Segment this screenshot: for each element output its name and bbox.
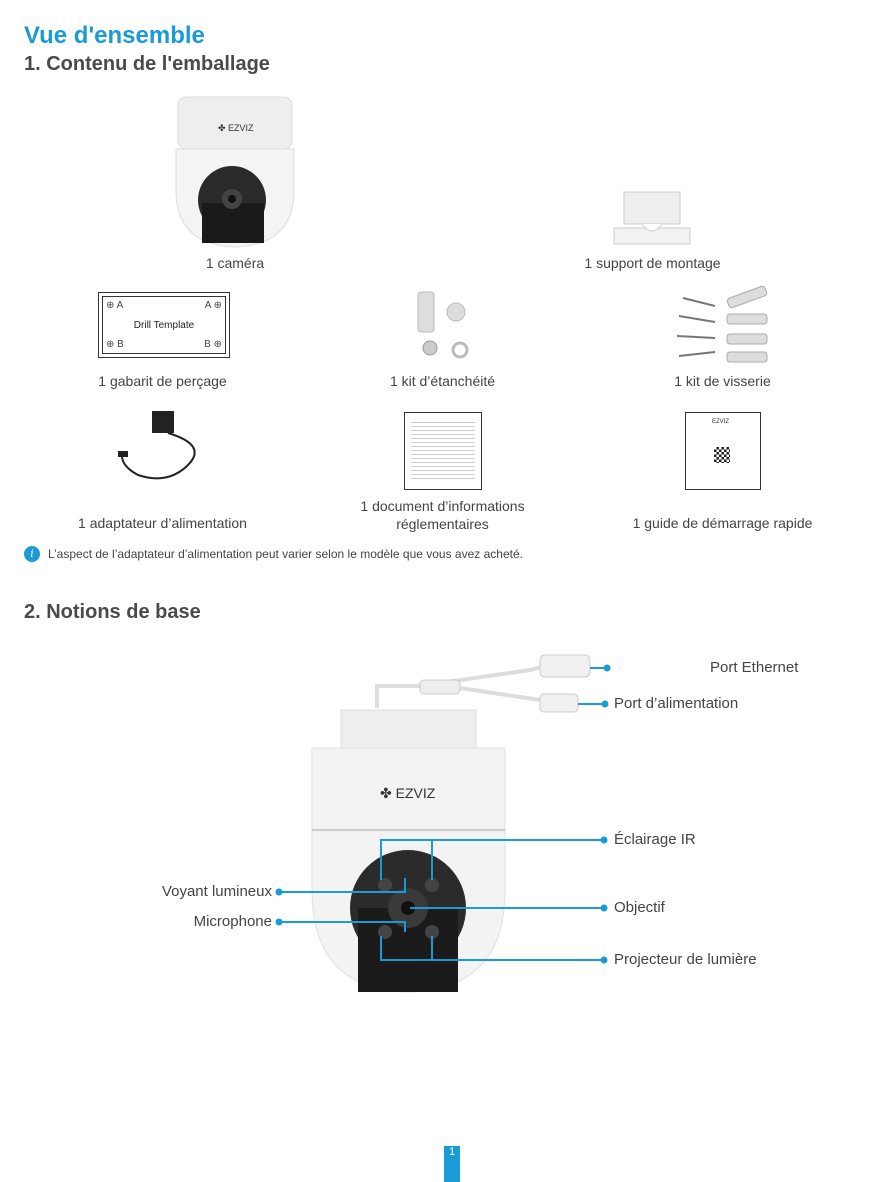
item-screw-label: 1 kit de visserie	[674, 373, 771, 389]
callout-lens: Objectif	[614, 899, 665, 916]
drill-template-title: Drill Template	[133, 320, 195, 331]
guide-brand: EZVIZ	[712, 419, 730, 425]
drill-mark-b2: B	[204, 339, 211, 350]
adapter-note: i L’aspect de l’adaptateur d’alimentatio…	[24, 546, 523, 562]
callout-ir-light: Éclairage IR	[614, 831, 696, 848]
drill-mark-a: A	[116, 300, 124, 311]
callout-ethernet-port: Port Ethernet	[710, 659, 799, 676]
camera-image: ✤ EZVIZ	[175, 96, 295, 248]
item-quick-guide-label: 1 guide de démarrage rapide	[632, 515, 813, 531]
power-connector	[539, 693, 579, 713]
drill-template-image: ⊕ A A ⊕ ⊕ B B ⊕ Drill Template	[98, 292, 230, 358]
callout-led-indicator: Voyant lumineux	[161, 883, 272, 900]
brand-logo: ✤ EZVIZ	[218, 123, 254, 133]
item-adapter-label: 1 adaptateur d’alimentation	[78, 515, 247, 531]
power-adapter-image	[118, 411, 196, 480]
drill-mark-b: B	[117, 339, 124, 350]
brand-logo: ✤ EZVIZ	[380, 785, 436, 801]
drill-mark-a2: A	[204, 300, 211, 311]
mount-bracket-image	[613, 191, 691, 245]
regulatory-document-image	[404, 412, 482, 490]
info-icon: i	[24, 546, 40, 562]
callout-power-port: Port d’alimentation	[614, 695, 739, 712]
quick-start-guide-image: EZVIZ	[685, 412, 761, 490]
item-drill-label: 1 gabarit de perçage	[98, 373, 227, 389]
note-text: L’aspect de l’adaptateur d’alimentation …	[48, 547, 523, 561]
item-regulatory-label: 1 document d’informations réglementaires	[360, 498, 525, 532]
section-heading-contents: 1. Contenu de l'emballage	[24, 53, 270, 75]
item-mount-label: 1 support de montage	[584, 255, 721, 271]
section-heading-basics: 2. Notions de base	[24, 601, 201, 623]
callout-microphone: Microphone	[193, 913, 272, 930]
screw-kit-image	[676, 285, 768, 363]
camera-diagram: ✤ EZVIZ	[275, 654, 611, 993]
page-title: Vue d'ensemble	[24, 22, 205, 49]
item-camera-label: 1 caméra	[205, 255, 265, 271]
waterproof-kit-image	[417, 291, 469, 359]
item-waterproof-label: 1 kit d’étanchéité	[389, 373, 496, 389]
page-number: 1	[444, 1146, 460, 1182]
callout-spotlight: Projecteur de lumière	[614, 951, 757, 968]
ethernet-connector	[539, 654, 591, 678]
